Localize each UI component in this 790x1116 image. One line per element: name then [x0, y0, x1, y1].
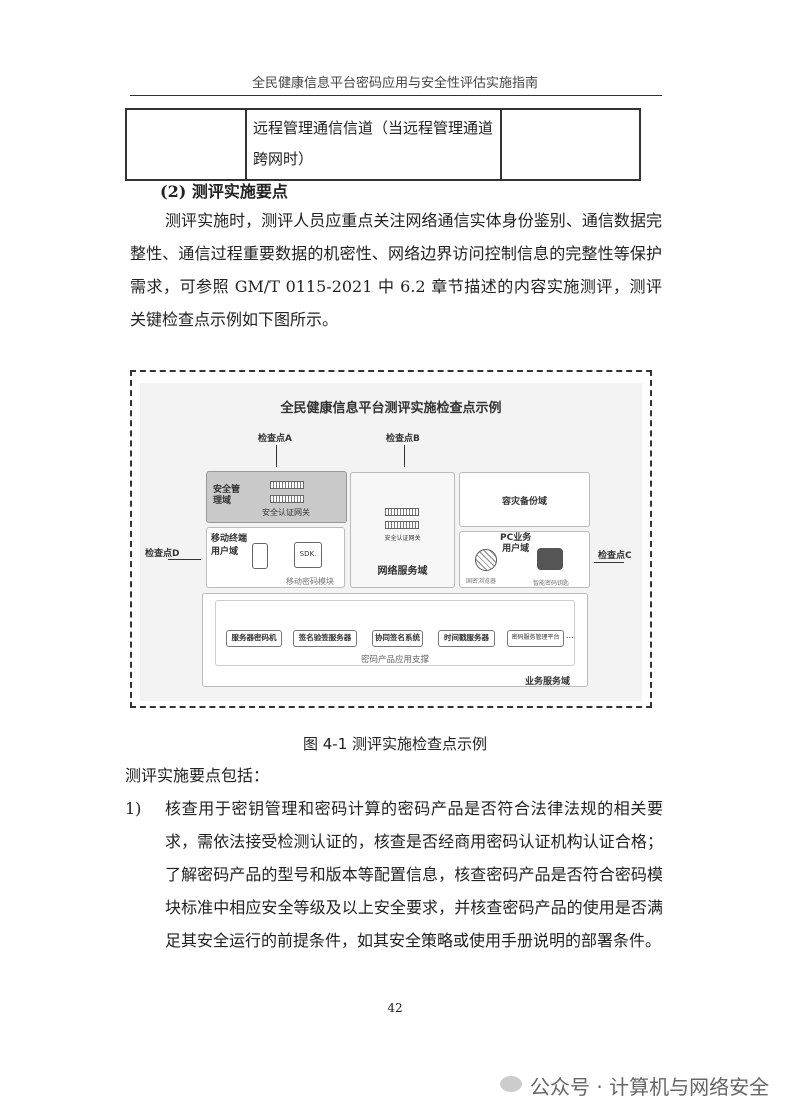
phone-icon — [252, 543, 268, 569]
header-rule — [130, 95, 662, 96]
business-domain-label: 业务服务域 — [525, 677, 571, 687]
checkpoint-a: 检查点A — [258, 434, 292, 444]
checkpoint-b: 检查点B — [386, 434, 420, 444]
arrow-icon — [404, 445, 405, 467]
pc-domain-label: PC业务 用户域 — [500, 533, 532, 554]
arrow-icon — [276, 445, 277, 467]
product-box: 服务器密码机 — [226, 630, 282, 647]
watermark: 公众号 · 计算机与网络安全 — [530, 1075, 770, 1099]
section-heading: (2) 测评实施要点 — [160, 182, 288, 201]
product-box: 时间戳服务器 — [438, 630, 495, 647]
list-number: 1) — [125, 799, 142, 818]
server-icon — [385, 508, 419, 516]
checkpoint-d: 检查点D — [145, 549, 180, 559]
disaster-domain-label: 容灾备份域 — [501, 497, 547, 507]
disaster-backup-domain — [459, 472, 590, 527]
server-icon — [385, 521, 419, 529]
body-paragraph: 测评实施时，测评人员应重点关注网络通信实体身份鉴别、通信数据完整性、通信过程重要… — [130, 211, 662, 329]
network-domain-label: 网络服务域 — [377, 566, 428, 577]
list-item: 核查用于密钥管理和密码计算的密码产品是否符合法律法规的相关要求，需依法接受检测认… — [165, 799, 663, 950]
wechat-icon — [500, 1076, 522, 1092]
checkpoint-c: 检查点C — [598, 551, 632, 561]
continued-table: 远程管理通信信道（当远程管理通道跨网时） — [125, 108, 641, 181]
user-computer-icon — [537, 548, 563, 570]
server-icon — [270, 495, 304, 503]
figure-frame — [130, 370, 652, 708]
product-box: 协同签名系统 — [372, 630, 423, 647]
table-cell: 远程管理通信信道（当远程管理通道跨网时） — [245, 108, 502, 181]
sdk-icon: SDK. — [294, 542, 322, 568]
security-management-domain — [206, 471, 347, 523]
points-intro: 测评实施要点包括： — [125, 766, 270, 785]
more-ellipsis: ... — [566, 631, 574, 640]
network-service-domain — [350, 472, 455, 588]
support-label: 密码产品应用支撑 — [360, 655, 429, 665]
figure-caption: 图 4-1 测评实施检查点示例 — [302, 735, 488, 753]
running-header: 全民健康信息平台密码应用与安全性评估实施指南 — [251, 76, 538, 91]
key-label: 智能密码钥匙 — [533, 580, 570, 587]
mobile-domain-label: 移动终端 用户域 — [211, 534, 248, 557]
gateway-label: 安全认证网关 — [262, 508, 310, 517]
figure-title: 全民健康信息平台测评实施检查点示例 — [280, 401, 502, 416]
table-cell — [500, 108, 641, 181]
browser-label: 国密浏览器 — [466, 578, 497, 585]
gateway-label: 安全认证网关 — [384, 535, 421, 542]
product-box: 签名验签服务器 — [293, 630, 357, 647]
server-icon — [270, 481, 304, 489]
globe-icon — [475, 549, 497, 571]
arrow-icon — [594, 562, 624, 563]
module-label: 移动密码模块 — [286, 577, 334, 586]
security-domain-label: 安全管 理域 — [213, 485, 241, 506]
arrow-icon — [168, 559, 201, 560]
table-cell — [125, 108, 247, 181]
page-number: 42 — [387, 1001, 403, 1015]
product-box: 密码服务管理平台 — [507, 630, 564, 647]
